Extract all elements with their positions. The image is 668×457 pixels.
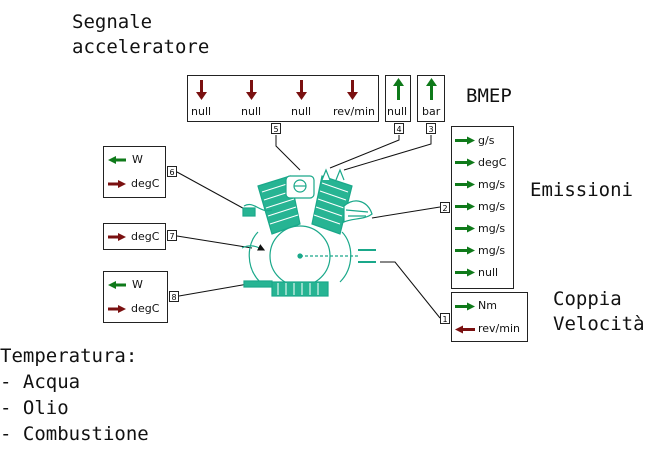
coolant-block[interactable]: W degC [103,146,166,198]
bmep-port-null-label: null [387,105,408,118]
segnale-label-line1: Segnale [72,11,153,33]
temp-item-acqua: - Acqua [0,371,81,393]
port-number-2: 2 [440,202,450,213]
port-number-1: 1 [440,313,450,324]
combustion-port-w: W [132,278,143,291]
emission-port-mg-s-1: mg/s [478,178,506,191]
throttle-input-4: rev/min [333,105,376,118]
port-number-3: 3 [426,123,436,134]
emission-port-mg-s-3: mg/s [478,222,506,235]
emission-port-degc: degC [478,156,507,169]
port-number-7: 7 [167,230,177,241]
wire-port-1 [380,261,441,319]
connection-wires [176,135,441,319]
oil-block[interactable]: degC [103,223,166,250]
temp-item-combustione: - Combustione [0,423,149,445]
port-number-6: 6 [167,166,177,177]
emission-port-g-s: g/s [478,134,495,147]
throttle-input-block[interactable]: null null null rev/min [187,75,379,122]
segnale-label-line2: acceleratore [72,36,210,58]
temp-item-olio: - Olio [0,397,69,419]
coolant-port-w: W [132,153,143,166]
bmep-port-bar-label: bar [422,105,441,118]
emission-port-mg-s-2: mg/s [478,200,506,213]
throttle-input-2: null [241,105,262,118]
emission-port-null: null [478,266,499,279]
wire-port-6 [176,171,251,213]
wire-port-2 [371,206,441,219]
combustion-block[interactable]: W degC [103,271,168,323]
bmep-port-null[interactable]: null [385,75,411,122]
temperatura-label: Temperatura: [0,345,138,367]
port-number-4: 4 [394,123,404,134]
throttle-input-3: null [291,105,312,118]
wire-port-3 [343,135,432,171]
engine-icon [241,168,376,297]
emission-port-mg-s-4: mg/s [478,244,506,257]
wire-port-4 [329,135,400,169]
throttle-input-1: null [191,105,212,118]
speed-port-rev-min: rev/min [478,322,521,335]
coppia-label: Coppia [553,288,622,310]
wire-port-7 [176,235,253,249]
emissioni-label: Emissioni [530,179,633,201]
bmep-label: BMEP [466,85,512,107]
bmep-port-bar[interactable]: bar [417,75,445,122]
wire-port-5 [275,135,301,171]
torque-port-nm: Nm [478,299,497,312]
coolant-port-degc: degC [131,177,160,190]
port-number-5: 5 [271,123,281,134]
velocita-label: Velocità [553,313,645,335]
oil-port-degc: degC [131,230,160,243]
emissions-block[interactable]: g/s degC mg/s mg/s mg/s mg/s null [451,126,514,289]
port-number-8: 8 [169,291,179,302]
torque-speed-block[interactable]: Nm rev/min [451,292,528,342]
wire-port-8 [178,283,249,297]
combustion-port-degc: degC [131,302,160,315]
